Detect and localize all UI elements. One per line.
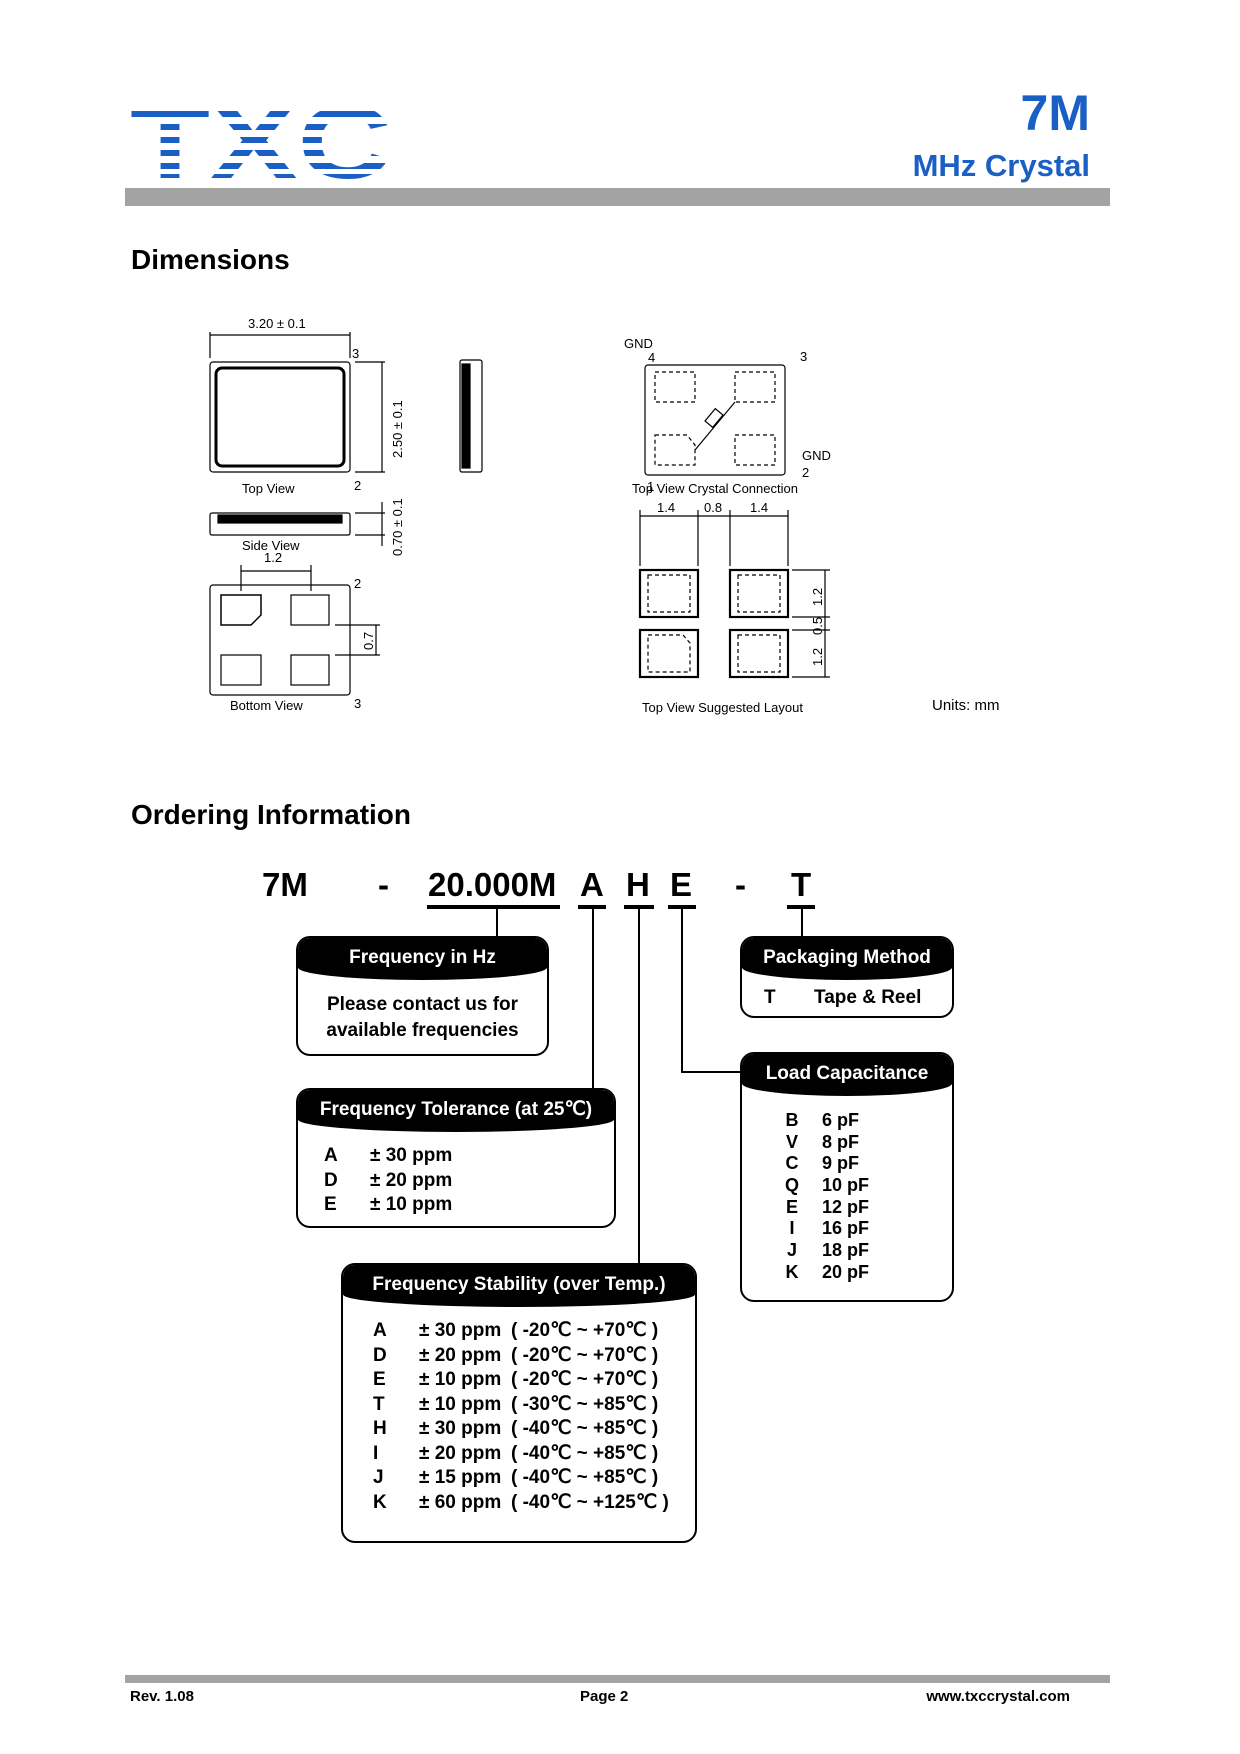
pn-series: 7M xyxy=(262,866,308,903)
stability-option: H± 30 ppm( -40℃ ~ +85℃ ) xyxy=(373,1418,659,1439)
tolerance-option: A± 30 ppm xyxy=(324,1145,453,1166)
frequency-box-title: Frequency in Hz xyxy=(298,938,547,980)
footer-divider xyxy=(125,1675,1110,1683)
label-side-view: Side View xyxy=(242,538,300,553)
packaging-box-title: Packaging Method xyxy=(742,938,952,980)
dim-layout-w2: 1.4 xyxy=(750,500,768,515)
tolerance-box: Frequency Tolerance (at 25℃) A± 30 ppm D… xyxy=(296,1088,616,1228)
pn-underline-frequency xyxy=(427,905,560,909)
pn-packaging: T xyxy=(791,866,812,903)
dim-layout-h1: 1.2 xyxy=(810,588,825,606)
svg-text:2: 2 xyxy=(354,576,361,591)
stability-option: I± 20 ppm( -40℃ ~ +85℃ ) xyxy=(373,1442,659,1464)
pn-dash-2: - xyxy=(735,866,746,903)
pn-stability: H xyxy=(626,866,650,903)
frequency-note-line2: available frequencies xyxy=(326,1020,519,1041)
pn-tolerance: A xyxy=(580,866,604,903)
svg-text:3: 3 xyxy=(800,349,807,364)
label-suggested-layout: Top View Suggested Layout xyxy=(642,700,803,715)
packaging-box: Packaging Method T Tape & Reel xyxy=(740,936,954,1018)
label-top-view: Top View xyxy=(242,481,295,496)
footer-website-link[interactable]: www.txccrystal.com xyxy=(926,1688,1070,1705)
section-title-dimensions: Dimensions xyxy=(131,244,290,275)
crystal-connection-package xyxy=(644,364,786,476)
layout-pad-4 xyxy=(728,628,790,679)
stability-option: J± 15 ppm( -40℃ ~ +85℃ ) xyxy=(373,1467,659,1488)
gnd-label-2: GND xyxy=(802,448,831,463)
svg-text:2: 2 xyxy=(802,465,809,480)
side-view-package xyxy=(209,512,351,536)
footer-page-number: Page 2 xyxy=(580,1688,629,1705)
svg-text:2: 2 xyxy=(354,478,361,493)
tolerance-box-title: Frequency Tolerance (at 25℃) xyxy=(298,1090,614,1132)
dim-pad-gap: 1.2 xyxy=(264,550,282,565)
product-type: MHz Crystal xyxy=(912,148,1090,183)
dim-width: 2.50 ± 0.1 xyxy=(390,400,405,458)
logo-lettering: TXC xyxy=(130,98,392,180)
wire-frequency xyxy=(496,907,498,937)
packaging-option: T Tape & Reel xyxy=(764,987,922,1008)
header-divider xyxy=(125,188,1110,206)
layout-pad-2 xyxy=(728,568,790,619)
stability-option: A± 30 ppm( -20℃ ~ +70℃ ) xyxy=(373,1320,659,1341)
dim-layout-h2: 1.2 xyxy=(810,648,825,666)
dim-layout-gap: 0.8 xyxy=(704,500,722,515)
stability-box-title: Frequency Stability (over Temp.) xyxy=(343,1265,695,1307)
gnd-label-4: GND xyxy=(624,336,653,351)
dim-length: 3.20 ± 0.1 xyxy=(248,316,306,331)
stability-option: K± 60 ppm( -40℃ ~ +125℃ ) xyxy=(373,1491,669,1513)
pn-frequency: 20.000M xyxy=(428,866,557,903)
wire-stability xyxy=(638,907,640,1263)
narrow-side-view xyxy=(459,359,483,473)
bottom-view-package xyxy=(209,584,351,696)
stability-option: D± 20 ppm( -20℃ ~ +70℃ ) xyxy=(373,1344,659,1366)
dim-layout-w1: 1.4 xyxy=(657,500,675,515)
footer-revision: Rev. 1.08 xyxy=(130,1688,194,1705)
section-title-ordering: Ordering Information xyxy=(131,799,411,830)
stability-option: E± 10 ppm( -20℃ ~ +70℃ ) xyxy=(373,1369,659,1390)
wire-load-v xyxy=(681,907,683,1072)
label-bottom-view: Bottom View xyxy=(230,698,303,713)
layout-pad-3 xyxy=(638,628,700,679)
pn-load: E xyxy=(670,866,693,903)
tolerance-option: E± 10 ppm xyxy=(324,1194,453,1215)
dim-pad-height: 0.7 xyxy=(361,632,376,650)
pn-dash-1: - xyxy=(378,866,389,903)
svg-text:3: 3 xyxy=(352,346,359,361)
stability-box: Frequency Stability (over Temp.) A± 30 p… xyxy=(341,1263,697,1543)
product-code: 7M xyxy=(1020,85,1090,141)
txc-logo: TXC xyxy=(130,98,392,180)
svg-text:1: 1 xyxy=(647,479,654,494)
wire-tolerance xyxy=(592,907,594,1089)
top-view-package xyxy=(209,361,351,473)
dim-height: 0.70 ± 0.1 xyxy=(390,498,405,556)
tolerance-option: D± 20 ppm xyxy=(324,1169,453,1191)
svg-text:3: 3 xyxy=(354,696,361,711)
dimensions-drawing: 3.20 ± 0.1 2.50 ± 0.1 0.70 ± 0.1 1.2 0.7… xyxy=(209,316,1000,715)
frequency-box: Frequency in Hz Please contact us for av… xyxy=(296,936,549,1056)
load-box-title: Load Capacitance xyxy=(742,1054,952,1096)
svg-text:4: 4 xyxy=(648,350,655,365)
dim-layout-hgap: 0.5 xyxy=(810,617,825,635)
stability-option: T± 10 ppm( -30℃ ~ +85℃ ) xyxy=(373,1393,659,1415)
label-crystal-connection: Top View Crystal Connection xyxy=(632,481,798,496)
wire-load-h xyxy=(681,1071,741,1073)
wire-packaging xyxy=(801,907,803,937)
frequency-note-line1: Please contact us for xyxy=(326,994,519,1015)
layout-pad-1 xyxy=(638,568,700,619)
units-label: Units: mm xyxy=(932,697,1000,714)
